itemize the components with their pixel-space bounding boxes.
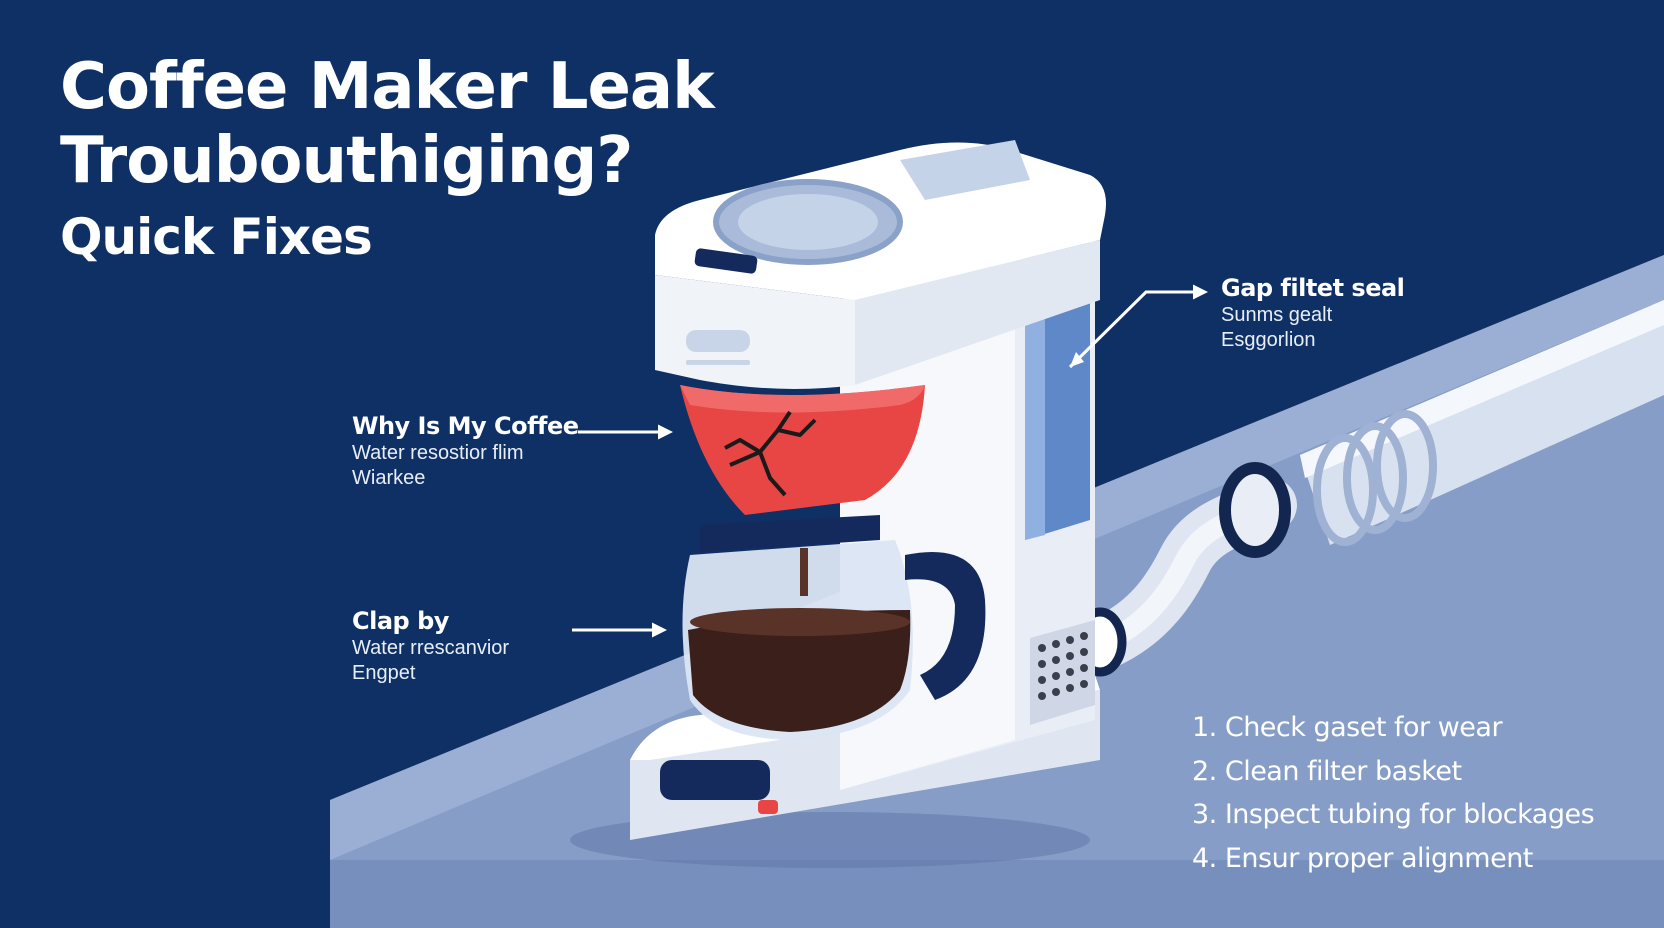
- fix-step: 2. Clean filter basket: [1192, 755, 1462, 787]
- callout-heading: Gap filtet seal: [1221, 274, 1405, 302]
- coffee-carafe: [682, 515, 986, 740]
- callout-carafe: Clap by Water rrescanvior Engpet: [352, 606, 509, 686]
- fix-step: 1. Check gaset for wear: [1192, 712, 1503, 743]
- vent-grille: [1030, 620, 1095, 725]
- callout-line: Engpet: [352, 662, 416, 684]
- page-title: Coffee Maker Leak Troubouthiging? Quick …: [60, 50, 715, 272]
- water-tubing: [1073, 300, 1664, 677]
- filter-basket: [680, 385, 925, 515]
- crack-icon: [724, 410, 817, 497]
- callout-arrows: [572, 284, 1208, 638]
- title-line-3: Quick Fixes: [60, 208, 373, 266]
- callout-heading: Why Is My Coffee: [352, 412, 579, 440]
- callout-line: Esggorlion: [1221, 329, 1316, 351]
- machine-top: [655, 140, 1106, 389]
- fix-steps-list: 1. Check gaset for wear 2. Clean filter …: [1192, 706, 1595, 880]
- callout-line: Wiarkee: [352, 467, 426, 489]
- fix-step: 3. Inspect tubing for blockages: [1192, 799, 1595, 830]
- title-line-1: Coffee Maker Leak: [60, 50, 715, 124]
- callout-line: Water resostior flim: [352, 442, 524, 464]
- callout-basket-crack: Why Is My Coffee Water resostior flim Wi…: [352, 411, 579, 491]
- arrow-filter-seal: [1068, 284, 1208, 369]
- fix-step: 4. Ensur proper alignment: [1192, 842, 1533, 874]
- callout-line: Sunms gealt: [1221, 304, 1333, 326]
- title-line-2: Troubouthiging?: [60, 124, 633, 198]
- callout-line: Water rrescanvior: [352, 637, 510, 659]
- callout-heading: Clap by: [352, 607, 449, 635]
- callout-filter-seal: Gap filtet seal Sunms gealt Esggorlion: [1221, 273, 1405, 353]
